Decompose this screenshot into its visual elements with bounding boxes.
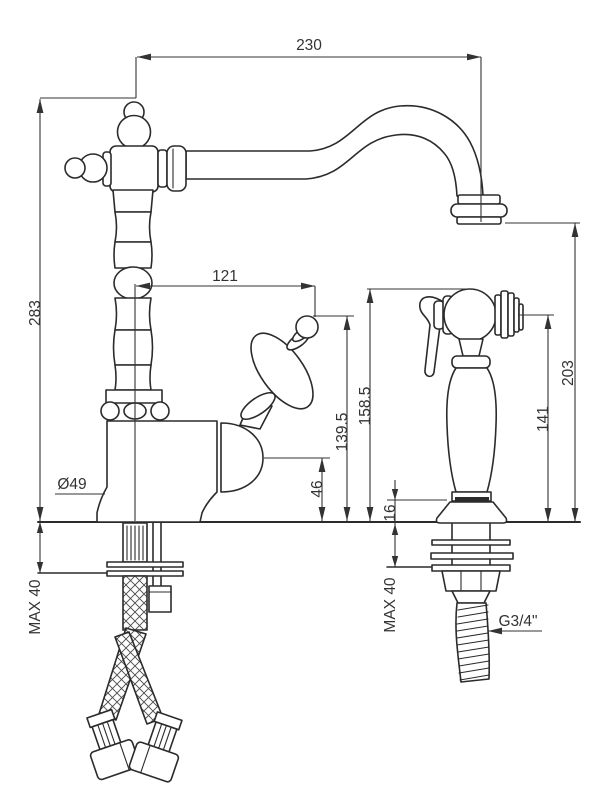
head-body xyxy=(109,145,159,193)
hose-fitting-left xyxy=(86,708,141,781)
spray-base xyxy=(435,501,508,524)
spray-washer-1 xyxy=(431,539,511,546)
spout xyxy=(185,104,484,197)
spray-body xyxy=(445,367,498,493)
spray-bottom-seal xyxy=(455,497,489,501)
dim-text-overall-height: 283 xyxy=(27,300,44,326)
arrow-up-deck-left xyxy=(36,522,44,533)
dim-text-spout-reach: 230 xyxy=(296,37,322,54)
spout-boss-dome xyxy=(220,422,264,493)
arrow-down-16 xyxy=(391,489,399,500)
dim-text-spout-outlet-height: 203 xyxy=(560,360,577,386)
nozzle-cap xyxy=(518,303,524,331)
column-ball-joint xyxy=(113,266,153,300)
column-seg3 xyxy=(113,241,153,269)
dim-text-handle-offset: 121 xyxy=(212,268,238,285)
spout-collar-ring1 xyxy=(157,149,168,188)
spray-washer-2 xyxy=(430,552,514,560)
arrow-down-counter-right xyxy=(391,556,399,567)
spray-washer-3 xyxy=(431,564,511,572)
column-seg4 xyxy=(114,297,152,331)
nozzle-ring3 xyxy=(507,292,515,337)
faucet-body xyxy=(96,420,218,523)
bead-left xyxy=(100,401,120,421)
rib-line xyxy=(158,725,167,749)
hose-column xyxy=(122,575,148,631)
rib-line xyxy=(153,723,163,748)
spray-hex-nut xyxy=(441,570,501,592)
dim-text-max-deck-right: MAX 40 xyxy=(382,577,399,633)
dim-text-base-diameter: Ø49 xyxy=(57,476,86,493)
column-seg6 xyxy=(114,364,152,391)
spray-neck xyxy=(458,338,484,357)
hose-leg-right xyxy=(114,631,164,725)
hose-fitting-right xyxy=(128,711,183,783)
nut-facet xyxy=(119,742,130,771)
finial-large-ball xyxy=(116,114,152,150)
hose-nut xyxy=(128,741,180,783)
handle-grip xyxy=(250,332,314,410)
column-flange xyxy=(105,389,163,404)
nozzle-ring2 xyxy=(500,290,509,339)
dim-text-hose-thread: G3/4" xyxy=(498,613,537,630)
dim-text-handle-height: 139.5 xyxy=(334,413,351,452)
rib-line xyxy=(106,721,116,745)
aerator-bulge xyxy=(450,203,508,218)
dim-text-body-outlet-height: 46 xyxy=(309,480,326,497)
nut-facet xyxy=(140,744,151,774)
washer-plate-1 xyxy=(106,561,184,568)
spray-head-ball xyxy=(443,288,497,342)
spout-collar-ring2 xyxy=(166,145,187,192)
stud-nut xyxy=(148,585,172,613)
dim-text-spray-nozzle-height: 141 xyxy=(535,406,552,432)
shank-threads xyxy=(126,525,144,561)
rib-line xyxy=(162,726,172,751)
main-faucet xyxy=(64,101,508,783)
dim-text-spray-base-height: 16 xyxy=(382,504,399,521)
spray-hose-taper xyxy=(451,590,491,604)
spray-collar xyxy=(451,355,491,369)
side-spray xyxy=(419,288,524,683)
column-seg1 xyxy=(112,189,154,213)
column-seg5 xyxy=(112,329,154,366)
left-knob-end xyxy=(64,157,86,179)
hose-corrugations xyxy=(456,604,490,681)
handle-ball xyxy=(295,315,319,339)
arrow-down-counter-left xyxy=(36,562,44,573)
dim-text-spray-head-height: 158.5 xyxy=(357,387,374,426)
aerator-ring-bottom xyxy=(456,216,502,225)
aerator-ring-top xyxy=(457,194,501,205)
nozzle-ring1 xyxy=(494,294,502,336)
arrow-up-deck-right xyxy=(391,524,399,535)
column-seg2 xyxy=(114,211,152,243)
rib-line xyxy=(101,722,111,747)
bead-right xyxy=(150,401,170,421)
rib-line xyxy=(97,724,107,749)
dim-text-max-deck-left: MAX 40 xyxy=(27,579,44,635)
